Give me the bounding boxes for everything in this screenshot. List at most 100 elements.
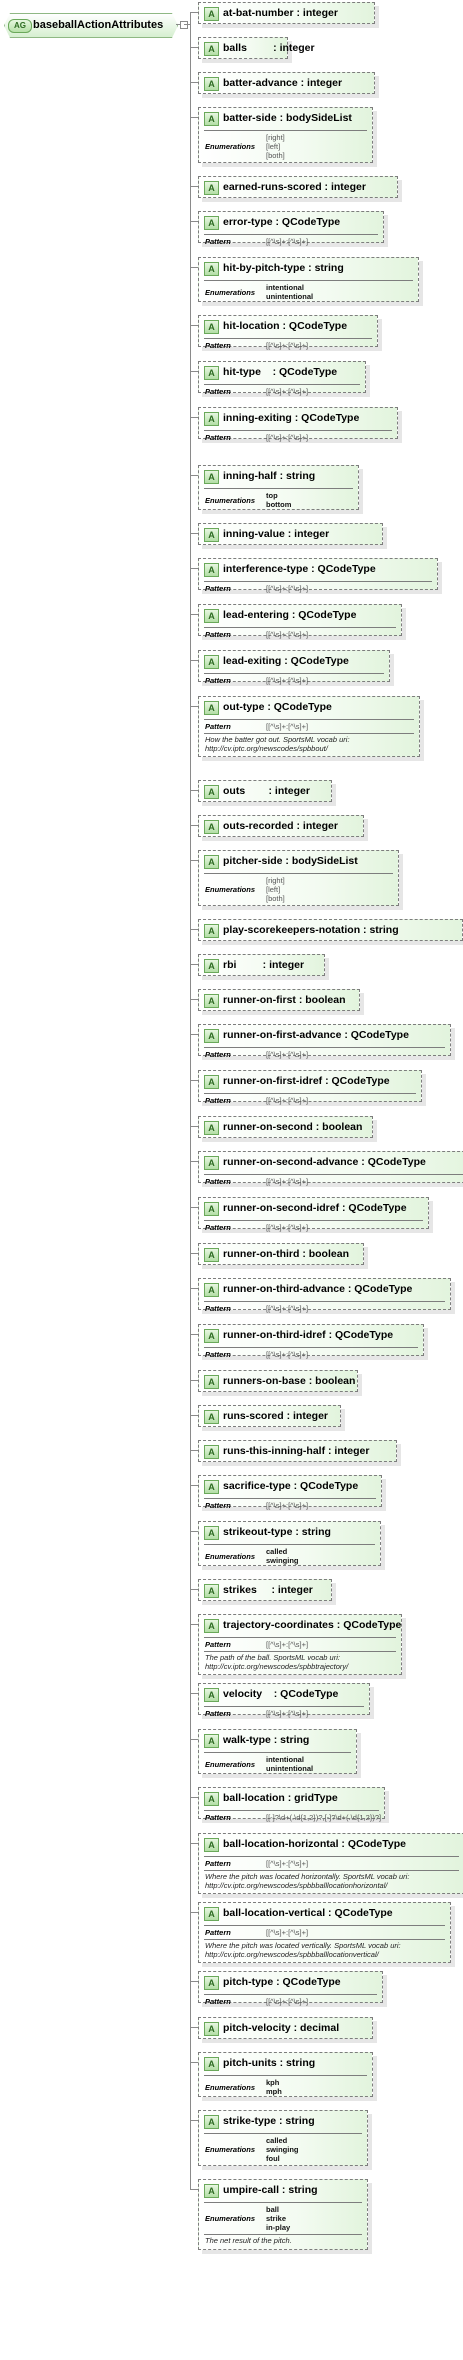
facet-label: Pattern (205, 1304, 231, 1313)
attribute-name: strike-type : string (223, 2115, 315, 2127)
attribute-annotation: http://cv.iptc.org/newscodes/spbbballloc… (205, 1950, 379, 1959)
attribute-divider (204, 1925, 445, 1926)
attribute-icon: A (204, 1029, 219, 1043)
facet-label: Pattern (205, 584, 231, 593)
facet-value: [[^\s]+:[^\s]+] (266, 433, 309, 442)
facet-value: [[-]?\d+(.\d{1,2})?,[-]?\d+(.\d{1,2})?] (266, 1813, 382, 1822)
connector-line (190, 1485, 198, 1486)
connector-line (190, 660, 198, 661)
attribute-icon: A (204, 2115, 219, 2129)
connector-line (190, 1693, 198, 1694)
attribute-name: inning-exiting : QCodeType (223, 412, 360, 424)
attribute-annotation: Where the pitch was located vertically. … (205, 1941, 401, 1950)
connector-line (190, 221, 198, 222)
connector-line (190, 1739, 198, 1740)
connector-line (190, 533, 198, 534)
attribute-name: runner-on-first-idref : QCodeType (223, 1075, 390, 1087)
attribute-divider (204, 1347, 418, 1348)
facet-value: in-play (266, 2223, 291, 2232)
connector-line (190, 614, 198, 615)
note-divider (204, 2234, 362, 2235)
attribute-icon: A (204, 1688, 219, 1702)
attribute-name: runs-this-inning-half : integer (223, 1445, 370, 1457)
connector-line (190, 706, 198, 707)
connector-line (190, 1797, 198, 1798)
attribute-name: runner-on-second-advance : QCodeType (223, 1156, 426, 1168)
attribute-annotation: http://cv.iptc.org/newscodes/spbbballloc… (205, 1881, 388, 1890)
facet-label: Pattern (205, 722, 231, 731)
connector-line (190, 1981, 198, 1982)
attribute-name: balls : integer (223, 42, 315, 54)
attribute-icon: A (204, 412, 219, 426)
attribute-divider (204, 130, 367, 131)
attribute-name: umpire-call : string (223, 2184, 318, 2196)
attribute-icon: A (204, 77, 219, 91)
attribute-icon: A (204, 262, 219, 276)
connector-knob (180, 21, 188, 29)
facet-label: Pattern (205, 1928, 231, 1937)
connector-line (190, 1034, 198, 1035)
attribute-group-icon: AG (8, 19, 32, 33)
attribute-icon: A (204, 1907, 219, 1921)
attribute-divider (204, 1174, 463, 1175)
facet-value: swinging (266, 2145, 299, 2154)
attribute-divider (204, 1220, 423, 1221)
attribute-icon: A (204, 1329, 219, 1343)
attribute-group-node[interactable] (4, 13, 178, 38)
facet-value: [[^\s]+:[^\s]+] (266, 1709, 309, 1718)
attribute-icon: A (204, 785, 219, 799)
facet-value: mph (266, 2087, 282, 2096)
note-divider (204, 1870, 459, 1871)
attribute-name: play-scorekeepers-notation : string (223, 924, 399, 936)
facet-value: [[^\s]+:[^\s]+] (266, 1640, 309, 1649)
attribute-icon: A (204, 1734, 219, 1748)
